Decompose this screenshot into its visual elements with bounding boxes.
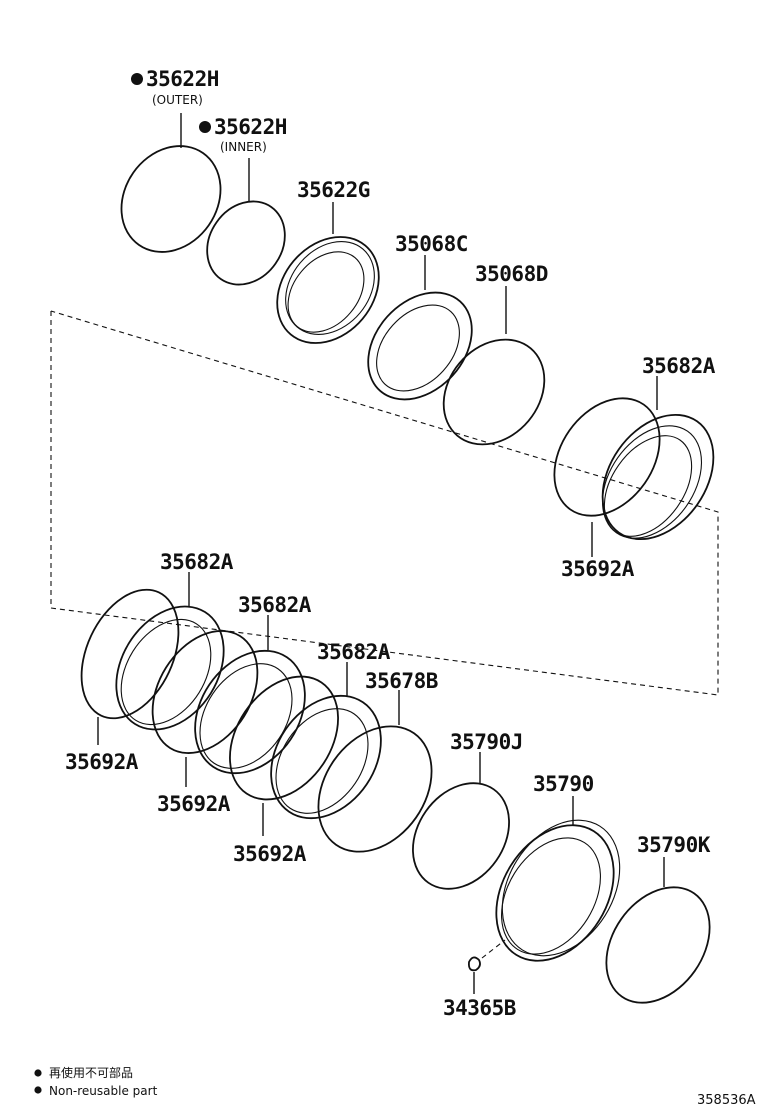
legend-dot-1 bbox=[34, 1069, 42, 1077]
part-35692a-right[interactable] bbox=[533, 378, 682, 557]
part-35692a-lower-1[interactable] bbox=[62, 574, 197, 745]
label-35682a-lower-1: 35682A bbox=[160, 550, 234, 574]
part-35622h-outer[interactable] bbox=[101, 113, 241, 271]
part-35682a-lower-3[interactable] bbox=[248, 662, 403, 839]
label-35068c: 35068C bbox=[395, 232, 468, 256]
label-35692a-lower-2: 35692A bbox=[157, 792, 231, 816]
label-35692a-lower-3: 35692A bbox=[233, 842, 307, 866]
part-35692a-lower-2[interactable] bbox=[131, 612, 279, 787]
part-35678b[interactable] bbox=[295, 690, 455, 873]
legend-line-1: 再使用不可部品 bbox=[49, 1065, 133, 1080]
part-35682a-lower-1[interactable] bbox=[94, 572, 245, 749]
label-34365b: 34365B bbox=[443, 996, 516, 1020]
diagram-code: 358536A bbox=[697, 1093, 756, 1108]
non-reusable-dot-outer bbox=[131, 73, 143, 85]
part-35682a-lower-2[interactable] bbox=[172, 615, 327, 794]
legend-line-2: Non-reusable part bbox=[49, 1084, 158, 1098]
legend-dot-2 bbox=[34, 1086, 42, 1094]
label-35622h-outer-sub: (OUTER) bbox=[152, 93, 203, 107]
label-35692a-right: 35692A bbox=[561, 557, 635, 581]
part-35692a-lower-3[interactable] bbox=[208, 656, 361, 836]
part-35622g[interactable] bbox=[256, 202, 400, 363]
part-35790[interactable] bbox=[472, 796, 644, 982]
label-35622h-inner-sub: (INNER) bbox=[220, 140, 267, 154]
label-35622g: 35622G bbox=[297, 178, 370, 202]
label-35790j: 35790J bbox=[450, 730, 523, 754]
label-35682a-lower-2: 35682A bbox=[238, 593, 312, 617]
label-35622h-outer: 35622H bbox=[146, 67, 219, 91]
label-35622h-inner: 35622H bbox=[214, 115, 287, 139]
label-35068d: 35068D bbox=[475, 262, 548, 286]
non-reusable-dot-inner bbox=[199, 121, 211, 133]
label-35678b: 35678B bbox=[365, 669, 438, 693]
part-35790j[interactable] bbox=[393, 752, 529, 907]
part-35068d[interactable] bbox=[423, 286, 565, 465]
part-34365b[interactable] bbox=[467, 939, 506, 994]
part-35790k[interactable] bbox=[585, 857, 731, 1022]
part-35682a-right[interactable] bbox=[580, 376, 737, 560]
label-35790: 35790 bbox=[533, 772, 594, 796]
label-35692a-lower-1: 35692A bbox=[65, 750, 139, 774]
group-dashed-outline bbox=[50, 310, 719, 696]
part-35068c[interactable] bbox=[347, 255, 493, 420]
label-35682a-lower-3: 35682A bbox=[317, 640, 391, 664]
label-35790k: 35790K bbox=[637, 833, 711, 857]
part-35622h-inner[interactable] bbox=[191, 158, 300, 300]
label-35682a-right: 35682A bbox=[642, 354, 716, 378]
